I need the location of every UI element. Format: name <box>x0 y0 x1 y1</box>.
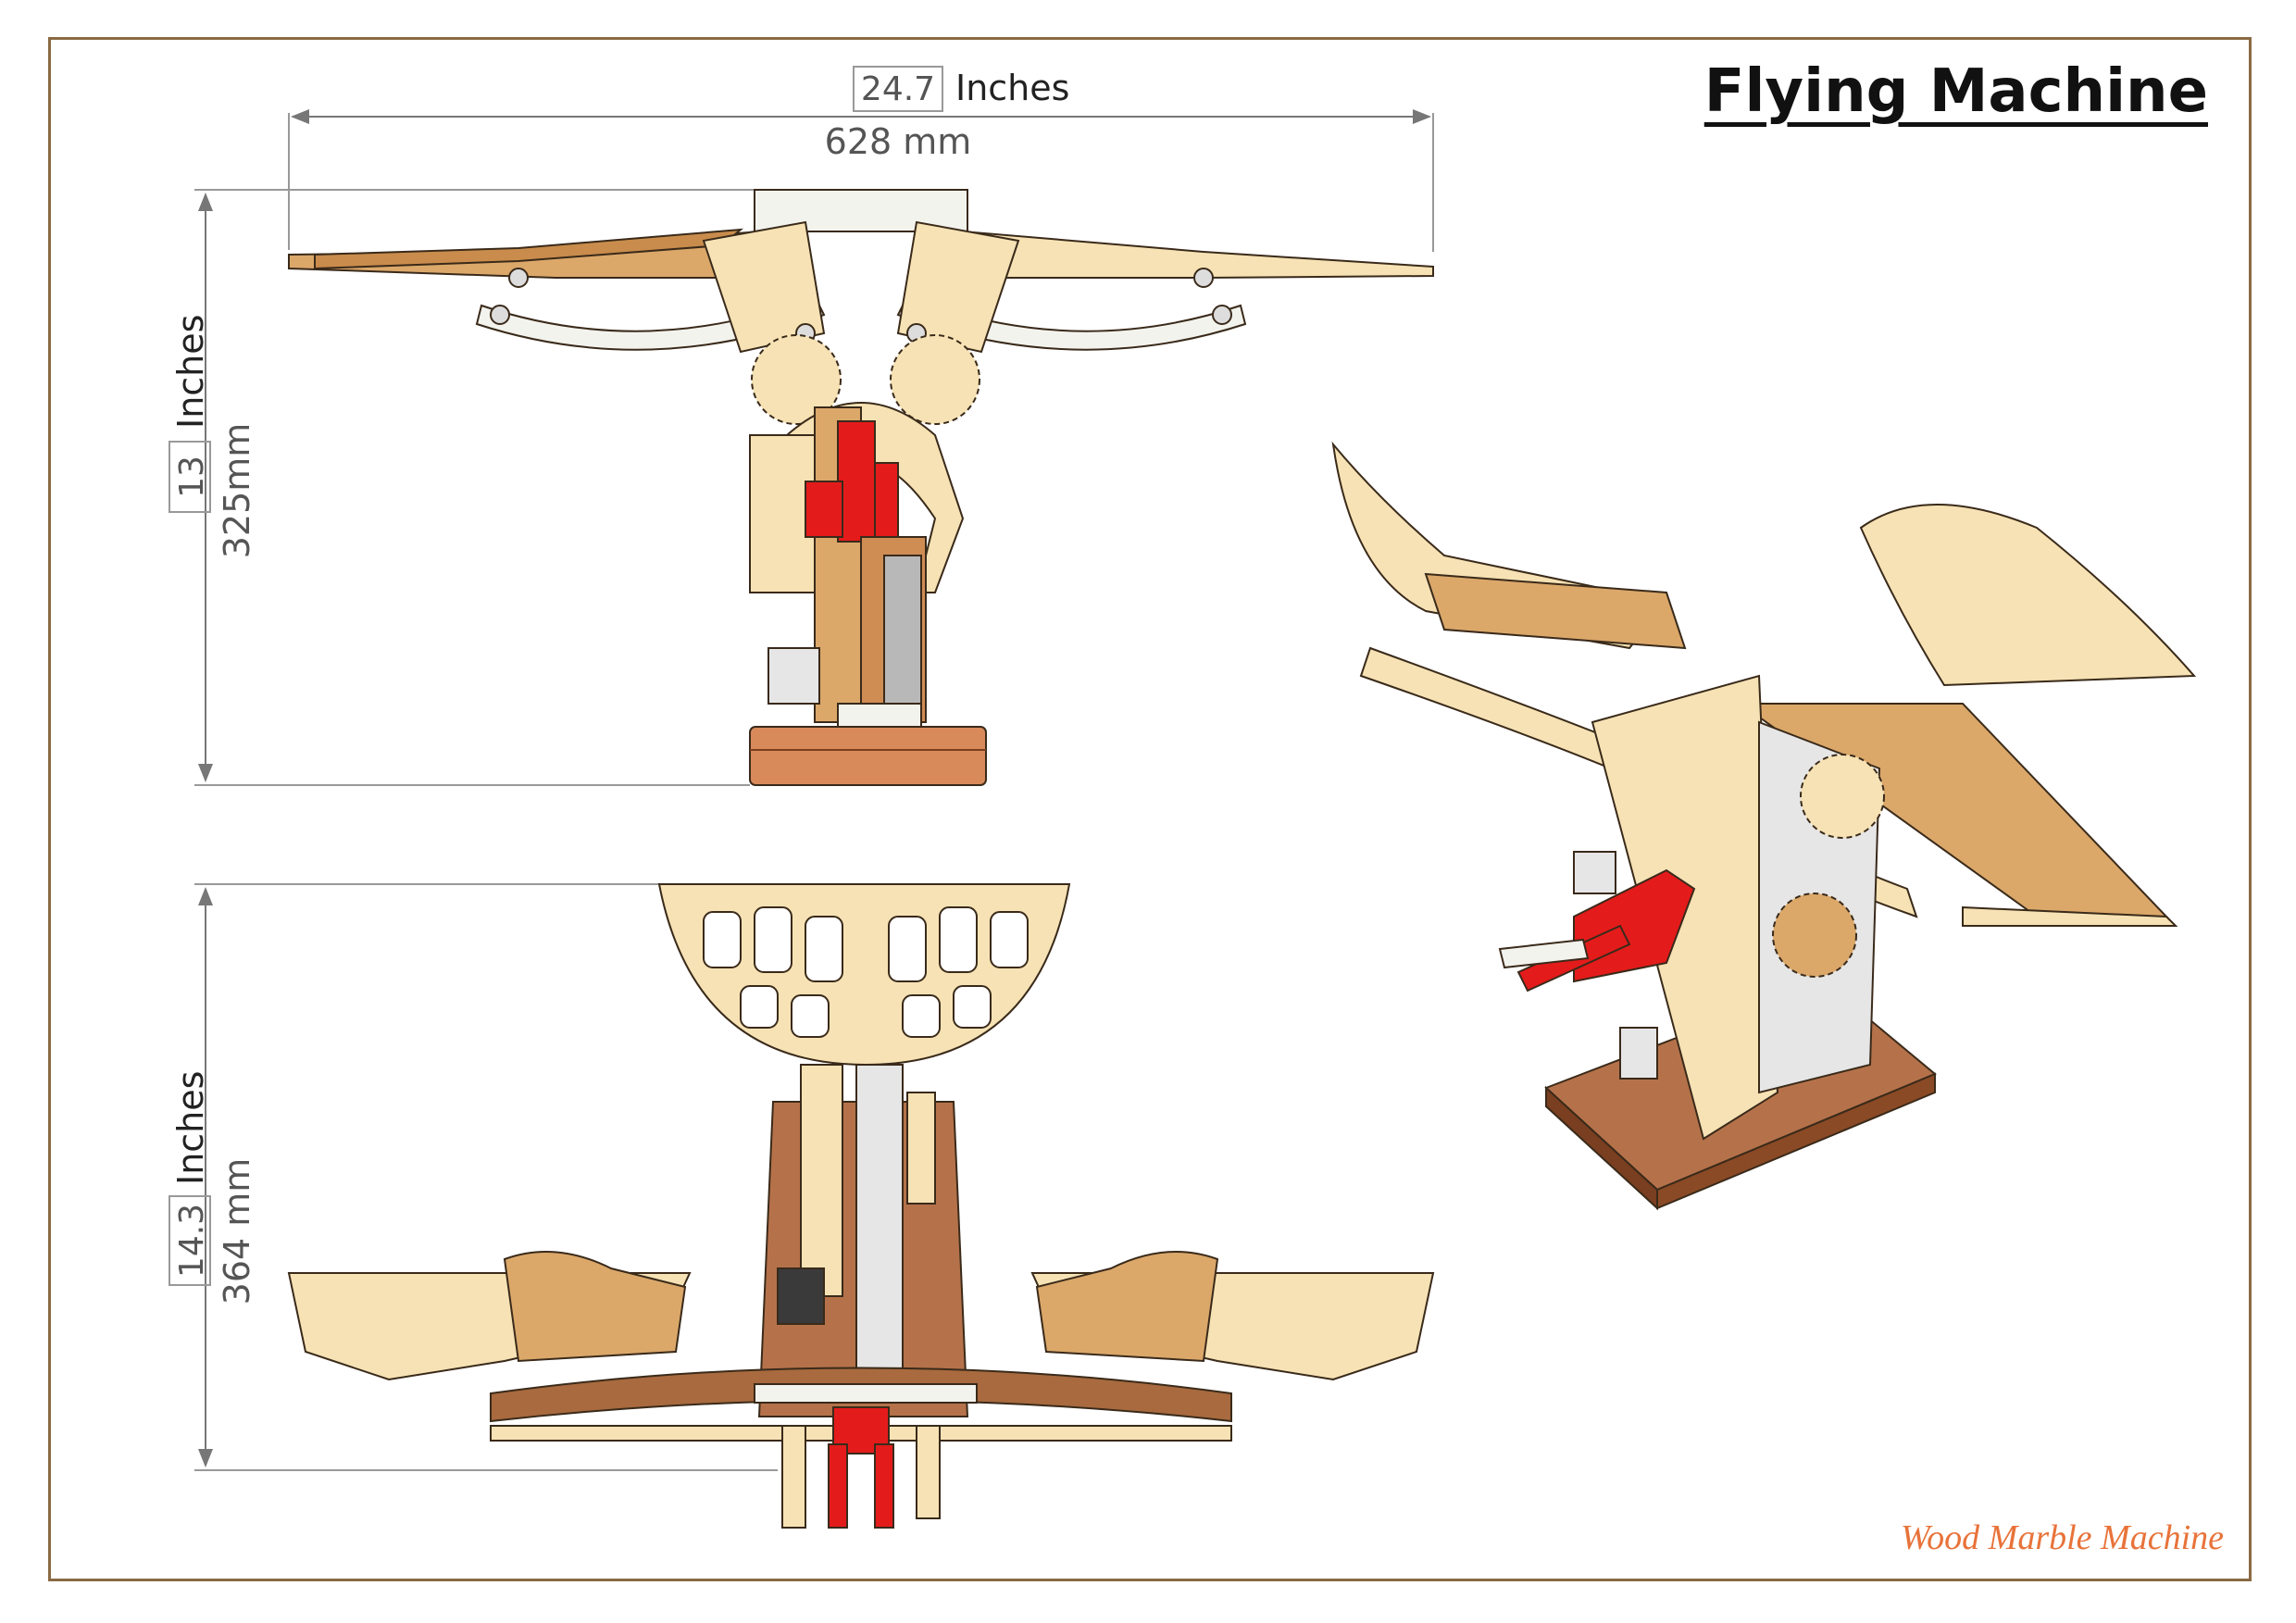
credit-label: Wood Marble Machine <box>1901 1518 2224 1557</box>
top-height-dimension: 14.3 Inches 364 mm <box>168 883 778 1471</box>
width-dimension: 24.7 Inches 628 mm <box>288 66 1434 252</box>
width-inch-box <box>853 66 943 112</box>
width-mm-value: 628 mm <box>825 121 972 162</box>
top-view <box>287 883 1435 1529</box>
isometric-view <box>1331 441 2197 1211</box>
front-height-mm-value: 325mm <box>217 423 257 559</box>
top-height-inches-value: 14.3 <box>173 1204 211 1278</box>
front-height-dimension: 13 Inches 325mm <box>168 189 759 786</box>
width-inches-value: 24.7 <box>861 70 935 108</box>
top-height-inches-unit: Inches <box>170 1071 211 1185</box>
top-height-mm-value: 364 mm <box>217 1158 257 1305</box>
width-inches-unit: Inches <box>955 68 1069 108</box>
front-height-inches-unit: Inches <box>170 315 211 429</box>
front-view <box>288 189 1434 786</box>
drawing-title: Flying Machine <box>1703 57 2208 126</box>
front-height-inches-value: 13 <box>173 456 211 498</box>
